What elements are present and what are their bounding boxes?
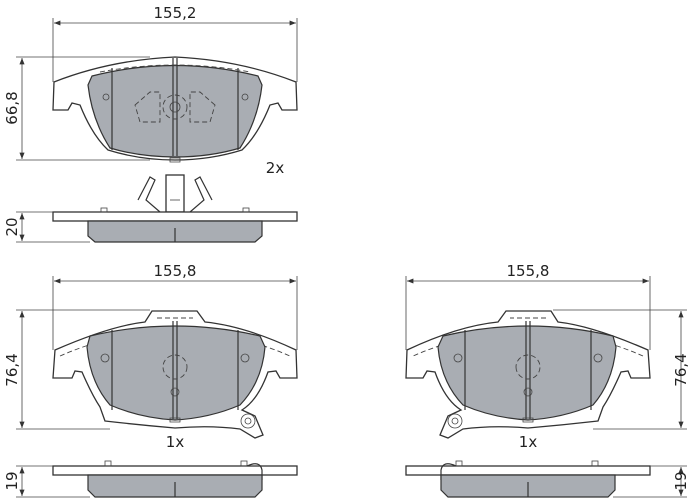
bottom-right-pad-views xyxy=(405,276,687,498)
bottom-right-pad-thickness-label: 19 xyxy=(672,471,690,490)
dimension-thickness-top xyxy=(16,211,90,243)
dimension-height-top xyxy=(16,56,150,161)
top-pad-side-view xyxy=(52,174,298,243)
bottom-right-pad-width-label: 155,8 xyxy=(507,262,550,280)
bottom-right-pad-height-label: 76,4 xyxy=(672,353,690,386)
top-pad-width-label: 155,2 xyxy=(154,4,197,22)
bottom-left-pad-width-label: 155,8 xyxy=(154,262,197,280)
bottom-right-pad-front-view xyxy=(405,310,651,439)
bottom-right-pad-side-view xyxy=(405,460,651,498)
top-pad-thickness-label: 20 xyxy=(3,217,21,236)
top-pad-quantity-label: 2x xyxy=(266,159,285,177)
bottom-left-pad-height-label: 76,4 xyxy=(3,353,21,386)
top-pad-front-view xyxy=(52,56,298,163)
dimension-width-top xyxy=(52,18,298,82)
top-pad-height-label: 66,8 xyxy=(3,91,21,124)
bottom-left-pad-side-view xyxy=(52,460,298,498)
bottom-left-pad-quantity-label: 1x xyxy=(166,433,185,451)
bottom-right-pad-quantity-label: 1x xyxy=(519,433,538,451)
dimension-width-bottom-left xyxy=(16,276,298,498)
bottom-left-pad-thickness-label: 19 xyxy=(3,471,21,490)
bottom-left-pad-front-view xyxy=(52,310,298,439)
dimension-lines-bottom-right xyxy=(405,276,687,498)
